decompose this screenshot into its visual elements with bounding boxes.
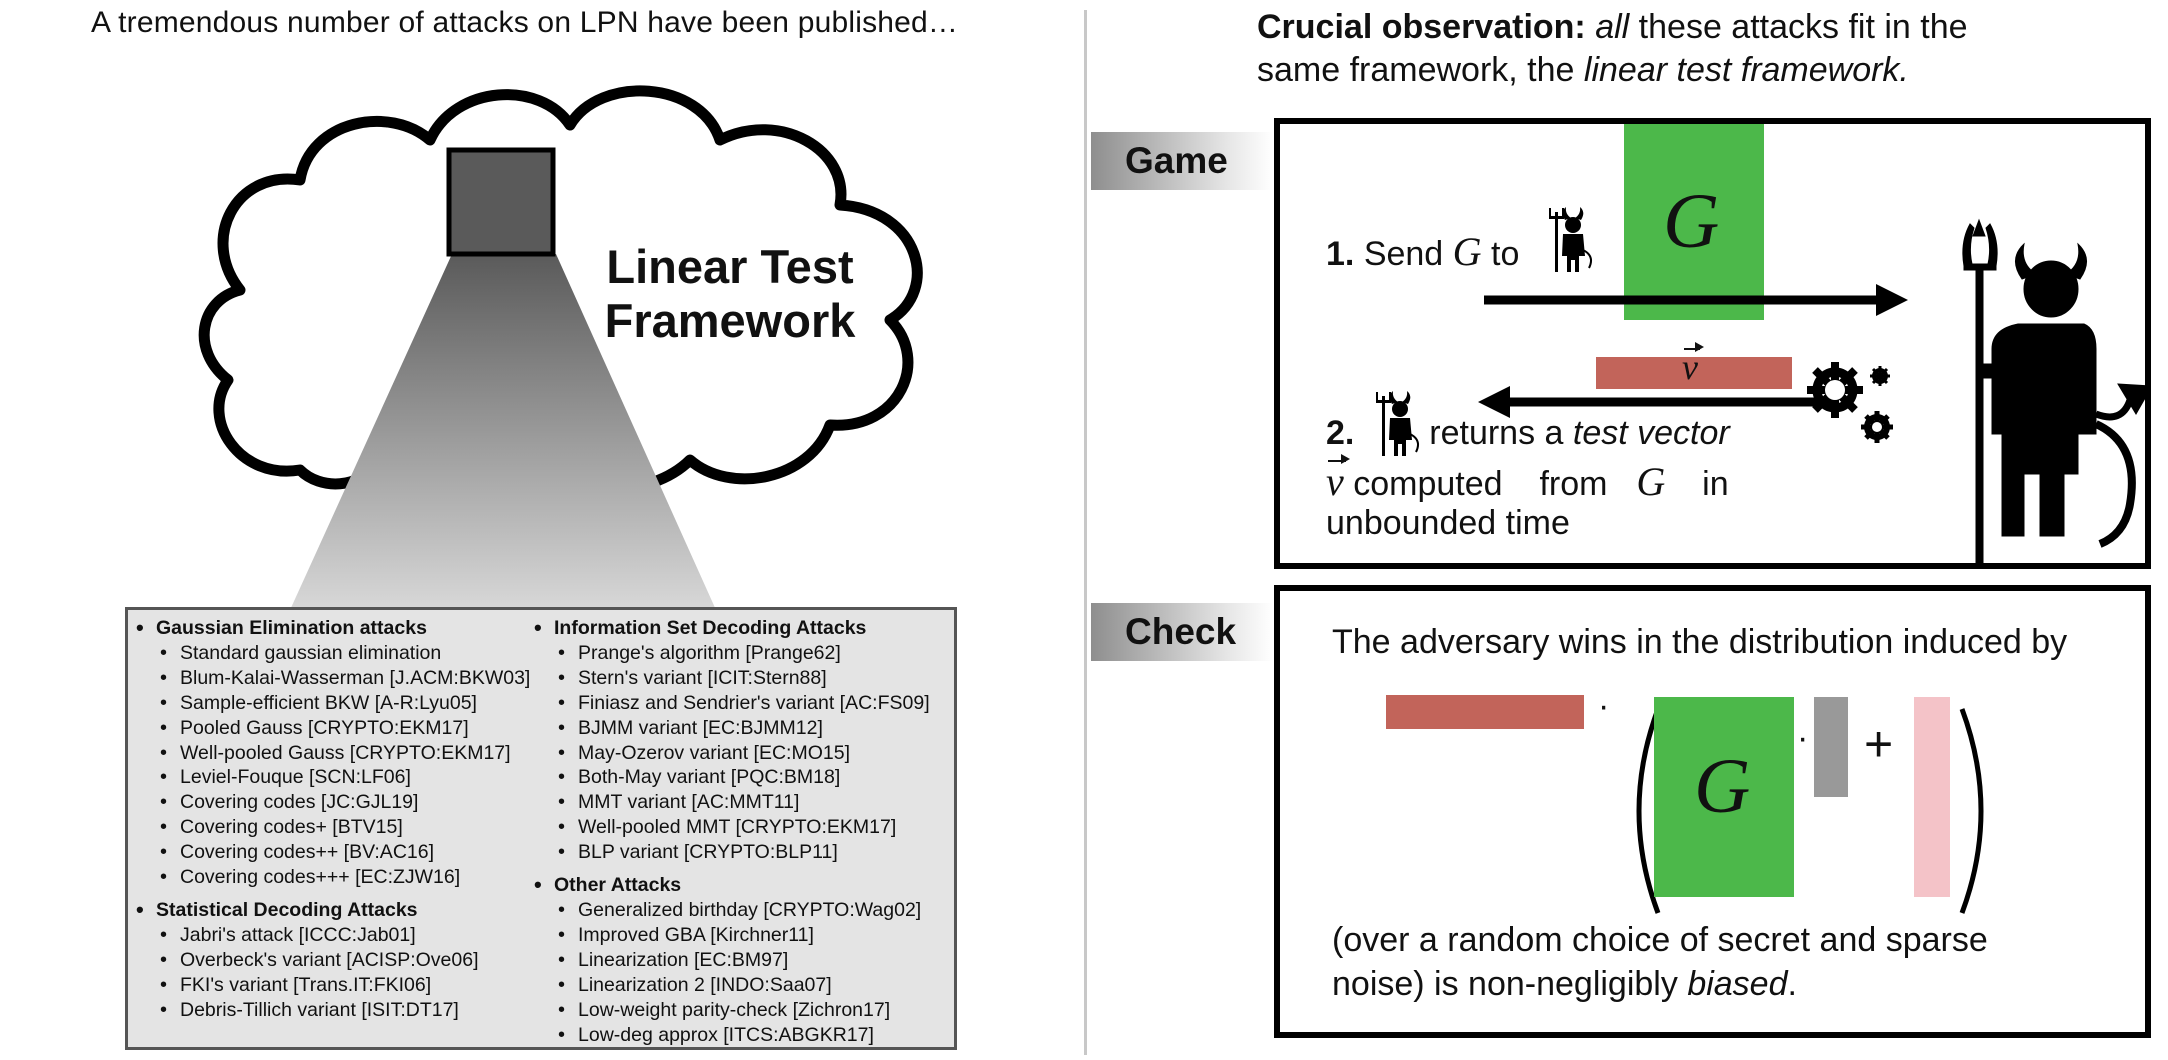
- attack-list-item: May-Ozerov variant [EC:MO15]: [530, 741, 930, 766]
- game-arrows: [1478, 218, 2145, 564]
- noise-vector-bar: [1914, 697, 1950, 897]
- gear-icon-small: [1861, 411, 1893, 443]
- test-vector-label: v: [1682, 342, 1704, 387]
- step2-test-vector: test vector: [1572, 414, 1730, 452]
- step1-to: to: [1491, 235, 1520, 273]
- check-parens: [1636, 708, 1984, 914]
- title-rest2: same framework, the: [1257, 51, 1584, 89]
- attack-category-heading: Other Attacks: [530, 873, 930, 898]
- step1-g: G: [1452, 229, 1482, 274]
- attack-list-item: Covering codes+ [BTV15]: [132, 815, 530, 840]
- check-plus: +: [1864, 716, 1894, 772]
- cloud-title-line1: Linear Test: [606, 240, 854, 293]
- cloud-diagram: [198, 85, 923, 610]
- step1-number: 1.: [1326, 235, 1355, 273]
- cloud-title: Linear Test Framework: [560, 240, 900, 348]
- devil-small-icon-1: [1549, 207, 1592, 272]
- check-tab: Check: [1091, 603, 1273, 661]
- title-rest1: these attacks fit in the: [1629, 8, 1968, 46]
- gear-icon-tiny: [1870, 366, 1890, 386]
- attack-category-heading: Gaussian Elimination attacks: [132, 616, 530, 641]
- attack-list-item: BLP variant [CRYPTO:BLP11]: [530, 840, 930, 865]
- attack-list-item: Covering codes [JC:GJL19]: [132, 790, 530, 815]
- attack-list-item: BJMM variant [EC:BJMM12]: [530, 716, 930, 741]
- attack-list-item: Blum-Kalai-Wasserman [J.ACM:BKW03]: [132, 666, 530, 691]
- left-paren: [1636, 708, 1661, 914]
- attack-list-item: Sample-efficient BKW [A-R:Lyu05]: [132, 691, 530, 716]
- step2-computed: computed: [1353, 465, 1503, 503]
- attack-list-item: Linearization 2 [INDO:Saa07]: [530, 973, 930, 998]
- attack-list-item: Stern's variant [ICIT:Stern88]: [530, 666, 930, 691]
- attack-list-item: Prange's algorithm [Prange62]: [530, 641, 930, 666]
- attack-category-heading: Information Set Decoding Attacks: [530, 616, 930, 641]
- game-tab: Game: [1091, 132, 1273, 190]
- step2-number: 2.: [1326, 414, 1355, 452]
- check-line2: (over a random choice of secret and spar…: [1332, 921, 1988, 959]
- check-line3: noise) is non-negligibly biased.: [1332, 965, 1797, 1003]
- gear-icon: [1807, 362, 1863, 418]
- attack-list-item: Jabri's attack [ICCC:Jab01]: [132, 923, 530, 948]
- attack-category-heading: Statistical Decoding Attacks: [132, 898, 530, 923]
- attack-list-item: Leviel-Fouque [SCN:LF06]: [132, 765, 530, 790]
- step2-g: G: [1636, 459, 1666, 504]
- step2-line2: v computed from G in: [1326, 454, 1729, 505]
- test-vector-bar: [1596, 357, 1792, 389]
- check-line1: The adversary wins in the distribution i…: [1332, 623, 2068, 661]
- step1-text: 1. Send G to: [1326, 228, 1519, 275]
- title-bold: Crucial observation:: [1257, 8, 1586, 46]
- right-paren: [1959, 708, 1984, 914]
- attack-column-right: Information Set Decoding AttacksPrange's…: [530, 616, 930, 1047]
- step2-from: from: [1539, 465, 1608, 503]
- step2-line3: unbounded time: [1326, 504, 1570, 542]
- check-panel: The adversary wins in the distribution i…: [1274, 585, 2151, 1038]
- attack-list-item: MMT variant [AC:MMT11]: [530, 790, 930, 815]
- game-panel: G: [1274, 118, 2151, 569]
- attack-list-item: Finiasz and Sendrier's variant [AC:FS09]: [530, 691, 930, 716]
- attack-list-item: Linearization [EC:BM97]: [530, 948, 930, 973]
- devil-adversary-icon: [1962, 218, 2145, 564]
- attack-list-item: Overbeck's variant [ACISP:Ove06]: [132, 948, 530, 973]
- title-italic-ltf: linear test framework.: [1583, 51, 1909, 89]
- right-title: Crucial observation: all these attacks f…: [1257, 6, 2157, 92]
- cloud-title-line2: Framework: [604, 294, 856, 347]
- attack-list-item: Debris-Tillich variant [ISIT:DT17]: [132, 998, 530, 1023]
- step1-send: Send: [1363, 235, 1444, 273]
- matrix-g-block: [1624, 124, 1764, 320]
- step2-in: in: [1702, 465, 1729, 503]
- left-title: A tremendous number of attacks on LPN ha…: [91, 6, 959, 39]
- attack-list-item: Generalized birthday [CRYPTO:Wag02]: [530, 898, 930, 923]
- secret-vector-bar: [1814, 697, 1848, 797]
- send-arrowhead: [1876, 284, 1908, 316]
- step2-v: v: [1326, 454, 1350, 504]
- attack-list-item: Well-pooled MMT [CRYPTO:EKM17]: [530, 815, 930, 840]
- devil-small-icon-2: [1376, 391, 1419, 456]
- check-dot-1: ·: [1598, 687, 1610, 725]
- attack-list-item: Both-May variant [PQC:BM18]: [530, 765, 930, 790]
- attack-list-item: Covering codes+++ [EC:ZJW16]: [132, 865, 530, 890]
- matrix-g-label: G: [1663, 177, 1720, 264]
- check-matrix-g-label: G: [1694, 742, 1751, 829]
- vertical-divider: [1084, 10, 1087, 1055]
- attack-list-box: Gaussian Elimination attacksStandard gau…: [125, 607, 957, 1050]
- check-matrix-g: [1654, 697, 1794, 897]
- attack-list-item: Well-pooled Gauss [CRYPTO:EKM17]: [132, 741, 530, 766]
- projector-box: [446, 147, 556, 257]
- attack-list-item: Improved GBA [Kirchner11]: [530, 923, 930, 948]
- attack-list-item: Covering codes++ [BV:AC16]: [132, 840, 530, 865]
- title-italic-all: all: [1595, 8, 1630, 46]
- attack-column-left: Gaussian Elimination attacksStandard gau…: [132, 616, 530, 1023]
- attack-list-item: Low-deg approx [ITCS:ABGKR17]: [530, 1023, 930, 1048]
- step2-returns: returns a: [1429, 414, 1573, 452]
- attack-list-item: Pooled Gauss [CRYPTO:EKM17]: [132, 716, 530, 741]
- check-vector-bar: [1386, 695, 1584, 729]
- check-dot-2: ·: [1797, 719, 1809, 757]
- biased-word: biased: [1687, 965, 1788, 1003]
- attack-list-item: Standard gaussian elimination: [132, 641, 530, 666]
- attack-list-item: FKI's variant [Trans.IT:FKI06]: [132, 973, 530, 998]
- attack-list-item: Low-weight parity-check [Zichron17]: [530, 998, 930, 1023]
- projection-beam: [290, 254, 716, 610]
- return-arrowhead: [1478, 386, 1510, 418]
- step2-line1: 2. returns a test vector: [1326, 414, 1730, 453]
